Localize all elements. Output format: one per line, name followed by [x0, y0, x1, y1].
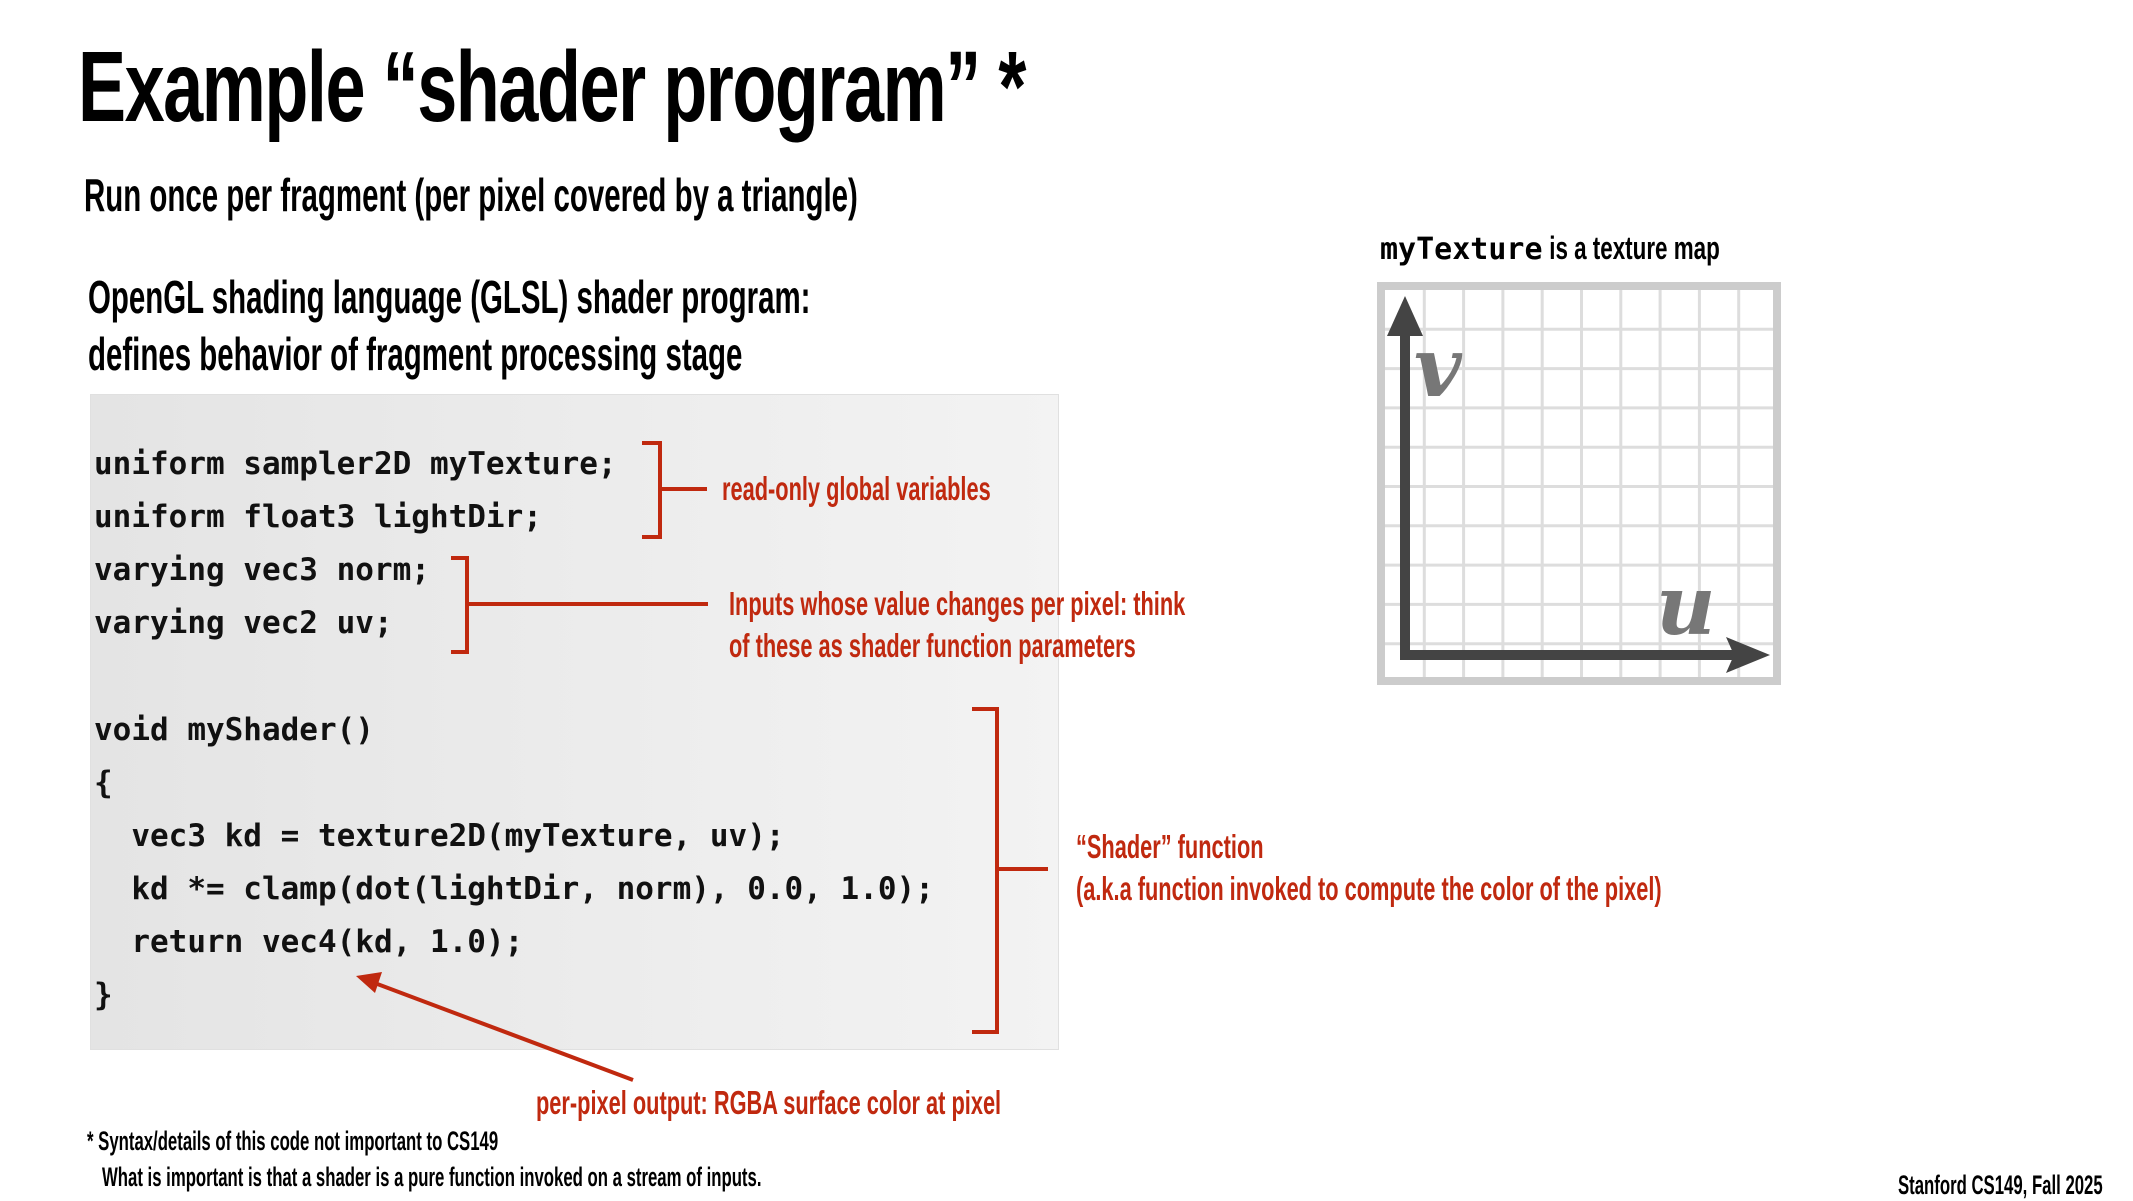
footnote-line-2: What is important is that a shader is a …: [102, 1162, 762, 1192]
u-axis-label: u: [1656, 558, 1716, 654]
code-line: uniform float3 lightDir;: [94, 499, 542, 535]
uniforms-bracket: [642, 441, 662, 539]
uniforms-annotation: read-only global variables: [722, 470, 991, 507]
output-arrow: [371, 980, 634, 1082]
code-line: kd *= clamp(dot(lightDir, norm), 0.0, 1.…: [94, 871, 934, 907]
varyings-bracket: [451, 556, 469, 654]
v-arrowhead: [1387, 296, 1423, 336]
u-arrowhead: [1726, 637, 1770, 673]
texture-caption-code: myTexture: [1380, 232, 1543, 267]
texture-map-diagram: [1377, 282, 1781, 685]
function-annotation-line-1: “Shader” function: [1076, 828, 1264, 865]
texture-caption-text: is a texture map: [1542, 230, 1720, 266]
code-line: {: [94, 765, 113, 801]
function-bracket: [972, 707, 999, 1034]
output-annotation: per-pixel output: RGBA surface color at …: [536, 1084, 1002, 1121]
texture-frame: [1377, 282, 1781, 685]
texture-caption: myTexture is a texture map: [1380, 230, 1795, 267]
glsl-heading-line-2: defines behavior of fragment processing …: [88, 328, 743, 380]
code-block: [90, 394, 1059, 1050]
slide-subtitle: Run once per fragment (per pixel covered…: [84, 169, 858, 221]
glsl-heading-line-1: OpenGL shading language (GLSL) shader pr…: [88, 271, 811, 323]
course-credit: Stanford CS149, Fall 2025: [1898, 1170, 2103, 1200]
code-line: vec3 kd = texture2D(myTexture, uv);: [94, 818, 785, 854]
code-line: uniform sampler2D myTexture;: [94, 446, 617, 482]
function-annotation-line-2: (a.k.a function invoked to compute the c…: [1076, 870, 1662, 907]
code-line: return vec4(kd, 1.0);: [94, 924, 524, 960]
code-line: void myShader(): [94, 712, 374, 748]
varyings-annotation-line-1: Inputs whose value changes per pixel: th…: [729, 585, 1186, 622]
varyings-annotation-line-2: of these as shader function parameters: [729, 627, 1136, 664]
footnote-line-1: * Syntax/details of this code not import…: [87, 1126, 499, 1156]
v-axis-label: v: [1414, 320, 1462, 416]
slide-title: Example “shader program” *: [78, 31, 1026, 143]
code-line: }: [94, 977, 113, 1013]
code-line: varying vec2 uv;: [94, 605, 393, 641]
output-arrowhead: [356, 972, 382, 993]
code-line: varying vec3 norm;: [94, 552, 430, 588]
